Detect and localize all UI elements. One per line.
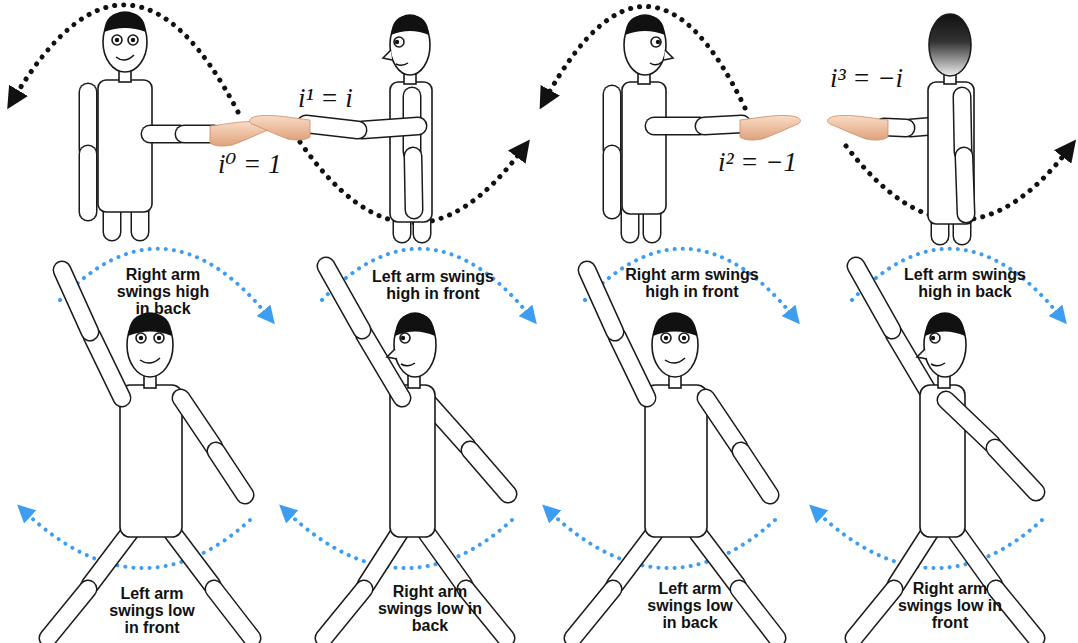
power-label: i² = −1 [718,146,797,178]
power-label: i⁰ = 1 [218,148,282,180]
motion-label: Right arm swings high in back [111,266,216,317]
figure-front-arm-out [14,5,270,232]
motion-label: Left arm swings low in back [645,580,735,631]
motion-label: Left arm swings low in front [107,585,197,636]
figure-back-arm-out [828,14,1068,236]
figure-side-right-arm-out [546,6,800,234]
motion-label: Right arm swings low in back [374,583,486,634]
figure-side-swing [287,249,530,638]
motion-label: Left arm swings high in back [893,266,1038,300]
power-label: i³ = −i [830,62,903,94]
power-label: i¹ = i [298,82,353,114]
figure-front-swing [25,249,268,638]
motion-label: Right arm swings high in front [615,266,770,300]
motion-label: Left arm swings high in front [358,268,508,302]
figure-front-swing [550,249,793,638]
motion-label: Right arm swings low in front [894,580,1006,631]
figure-side-swing [817,249,1060,638]
figure-side-left-arm-out [250,15,522,234]
